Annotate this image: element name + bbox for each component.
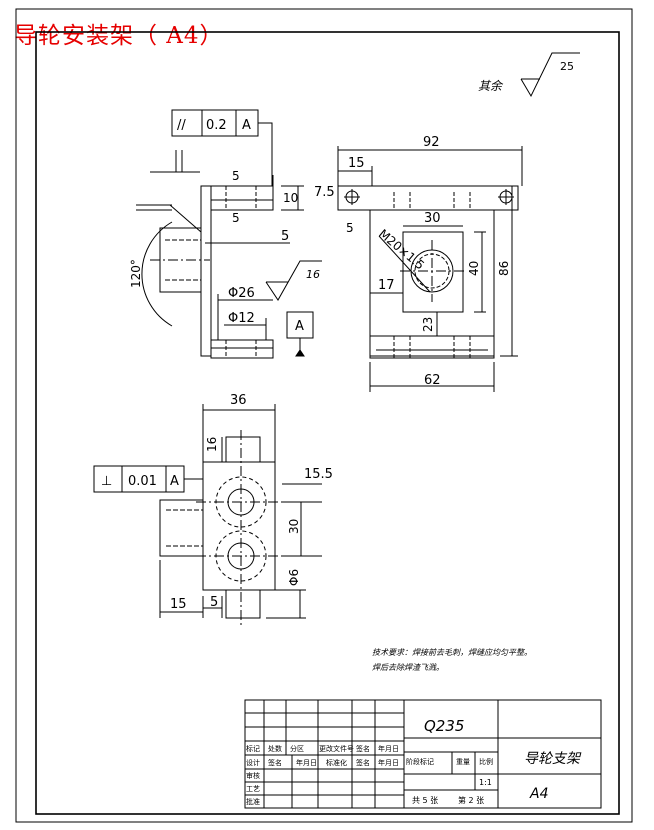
dim-h40: 40 bbox=[467, 261, 481, 276]
fcf-bottom-tolerance: 0.01 bbox=[128, 474, 157, 489]
tech-note-line1: 技术要求：焊接前去毛刺，焊缝应均匀平整。 bbox=[372, 648, 532, 657]
tb-col-label: 更改文件号 bbox=[319, 744, 354, 753]
tb-design-col: 年月日 bbox=[296, 758, 317, 767]
tb-col-label: 分区 bbox=[290, 744, 304, 753]
tb-part-name: 导轮支架 bbox=[524, 751, 582, 767]
dim-w36: 36 bbox=[230, 393, 247, 408]
inner-frame bbox=[35, 31, 620, 815]
tb-row-label: 审核 bbox=[246, 771, 260, 780]
tb-design-col: 签名 bbox=[268, 758, 282, 767]
dim-w15: 15 bbox=[348, 156, 365, 171]
outer-frame bbox=[15, 8, 633, 823]
datum-a: A bbox=[295, 319, 304, 334]
tb-row-label: 设计 bbox=[246, 758, 260, 767]
dim-w92: 92 bbox=[423, 135, 440, 150]
dim-angle: 120° bbox=[129, 259, 143, 288]
side-view bbox=[337, 146, 523, 392]
tb-row-label: 工艺 bbox=[246, 785, 260, 793]
dim-d5c: 5 bbox=[281, 229, 289, 244]
dim-w17: 17 bbox=[378, 278, 395, 293]
dim-d5: 5 bbox=[346, 221, 354, 235]
fcf-top-symbol: // bbox=[177, 118, 186, 133]
tb-sheet-total: 共 5 张 bbox=[412, 796, 438, 805]
surface-finish-label: 其余 bbox=[478, 79, 504, 93]
tb-row-label: 标记 bbox=[246, 744, 260, 753]
dim-thread: M20×1.5 bbox=[376, 227, 427, 273]
roughness-small: 16 bbox=[306, 268, 320, 281]
dim-dia26: Φ26 bbox=[228, 286, 255, 301]
dim-d5a: 5 bbox=[232, 169, 240, 183]
tb-scale-label: 比例 bbox=[479, 757, 493, 766]
dim-h30: 30 bbox=[287, 519, 301, 534]
title-block bbox=[244, 699, 602, 809]
dim-w7-5: 7.5 bbox=[314, 185, 335, 200]
dim-dia6: Φ6 bbox=[287, 569, 301, 586]
tb-scale: 1:1 bbox=[479, 778, 492, 787]
page-title: 导轮安装架（ A4） bbox=[14, 23, 224, 49]
fcf-bottom-datum: A bbox=[170, 474, 179, 489]
fcf-top-tolerance: 0.2 bbox=[206, 118, 227, 133]
fcf-top-datum: A bbox=[242, 118, 251, 133]
dim-h86: 86 bbox=[497, 261, 511, 276]
tb-row-label: 批准 bbox=[246, 797, 260, 806]
front-view bbox=[136, 109, 322, 359]
dim-w5: 5 bbox=[210, 595, 218, 610]
tb-sheet-no: 第 2 张 bbox=[458, 795, 484, 805]
dim-w30: 30 bbox=[424, 211, 441, 226]
surface-finish-symbol bbox=[520, 52, 580, 98]
top-view bbox=[93, 404, 322, 625]
tb-col-label: 处数 bbox=[268, 744, 282, 753]
tb-design-col: 标准化 bbox=[326, 758, 347, 767]
tb-size: A4 bbox=[529, 786, 548, 802]
dim-h16: 16 bbox=[205, 437, 219, 452]
dim-dia12: Φ12 bbox=[228, 311, 255, 326]
dim-w15-5: 15.5 bbox=[304, 467, 333, 482]
dim-d10: 10 bbox=[283, 191, 298, 205]
tb-weight-label: 重量 bbox=[456, 758, 470, 766]
tb-design-col: 年月日 bbox=[378, 758, 399, 767]
dim-w62: 62 bbox=[424, 373, 441, 388]
fcf-bottom-symbol: ⊥ bbox=[101, 474, 112, 489]
tb-col-label: 年月日 bbox=[378, 744, 399, 753]
dim-h23: 23 bbox=[421, 317, 435, 332]
dim-d5b: 5 bbox=[232, 211, 240, 225]
tech-note-line2: 焊后去除焊渣飞溅。 bbox=[372, 663, 444, 672]
dim-w15-bottom: 15 bbox=[170, 597, 187, 612]
tb-col-label: 签名 bbox=[356, 744, 370, 753]
tb-stage-label: 阶段标记 bbox=[406, 757, 434, 766]
surface-finish-value: 25 bbox=[560, 60, 574, 73]
tb-material: Q235 bbox=[424, 717, 464, 735]
tb-design-col: 签名 bbox=[356, 758, 370, 767]
